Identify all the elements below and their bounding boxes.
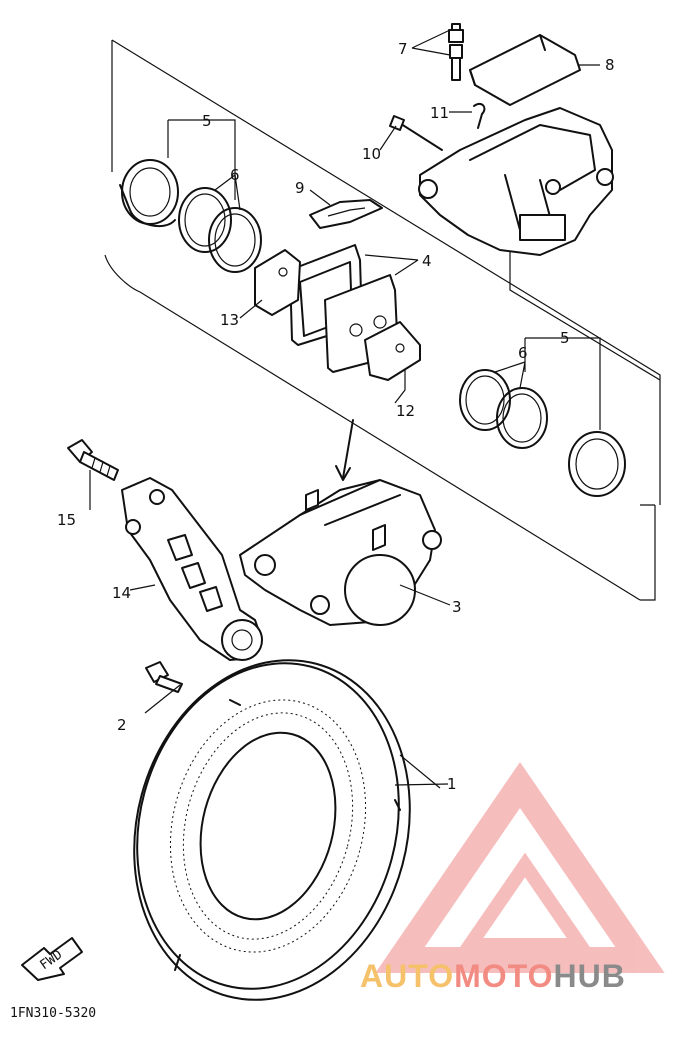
- watermark-text: AUTOMOTOHUB: [360, 958, 626, 994]
- caliper-body-upper: [418, 107, 614, 256]
- forward-arrow-icon: [21, 937, 83, 981]
- part-label-8: 8: [605, 56, 615, 74]
- part-label-10: 10: [362, 145, 381, 163]
- pad-spring: [309, 199, 383, 229]
- pad-cover: [469, 34, 581, 106]
- watermark-logo-icon: [375, 762, 665, 973]
- part-label-6b: 6: [518, 344, 528, 362]
- pad-pin: [389, 115, 443, 151]
- svg-text:AUTOMOTOHUB: AUTOMOTOHUB: [360, 958, 626, 994]
- piston-right: [568, 431, 626, 497]
- part-label-5b: 5: [560, 329, 570, 347]
- seal-rings-right: [459, 369, 548, 449]
- bracket-bolt: [67, 439, 119, 481]
- leader-lines: [89, 29, 601, 789]
- part-label-15: 15: [57, 511, 76, 529]
- drawing-code: 1FN310-5320: [10, 1006, 96, 1021]
- part-label-5a: 5: [202, 112, 212, 130]
- exploded-frame: [104, 39, 661, 601]
- watermark-moto: MOTO: [454, 958, 553, 994]
- watermark-hub: HUB: [553, 958, 625, 994]
- piston-left: [119, 159, 179, 228]
- part-label-9: 9: [295, 179, 305, 197]
- clip: [473, 102, 486, 129]
- part-label-12: 12: [396, 402, 415, 420]
- caliper-assembly: [239, 479, 442, 626]
- brake-disc: [133, 659, 411, 1001]
- part-label-2: 2: [117, 716, 127, 734]
- watermark-auto: AUTO: [360, 958, 454, 994]
- caliper-bracket: [121, 477, 263, 661]
- bleed-screws: [448, 23, 464, 81]
- part-label-1: 1: [447, 775, 457, 793]
- part-label-11: 11: [430, 104, 449, 122]
- part-label-13: 13: [220, 311, 239, 329]
- part-label-7: 7: [398, 40, 408, 58]
- part-label-6a: 6: [230, 166, 240, 184]
- seal-rings-left: [178, 187, 262, 273]
- part-label-3: 3: [452, 598, 462, 616]
- assembly-arrow: [335, 419, 354, 481]
- part-label-4: 4: [422, 252, 432, 270]
- part-label-14: 14: [112, 584, 131, 602]
- part-number-labels: 1 2 3 4 5 5 6 6 7 8 9 10 11 12 13 14 15: [57, 40, 615, 793]
- pad-shim-right: [364, 321, 421, 381]
